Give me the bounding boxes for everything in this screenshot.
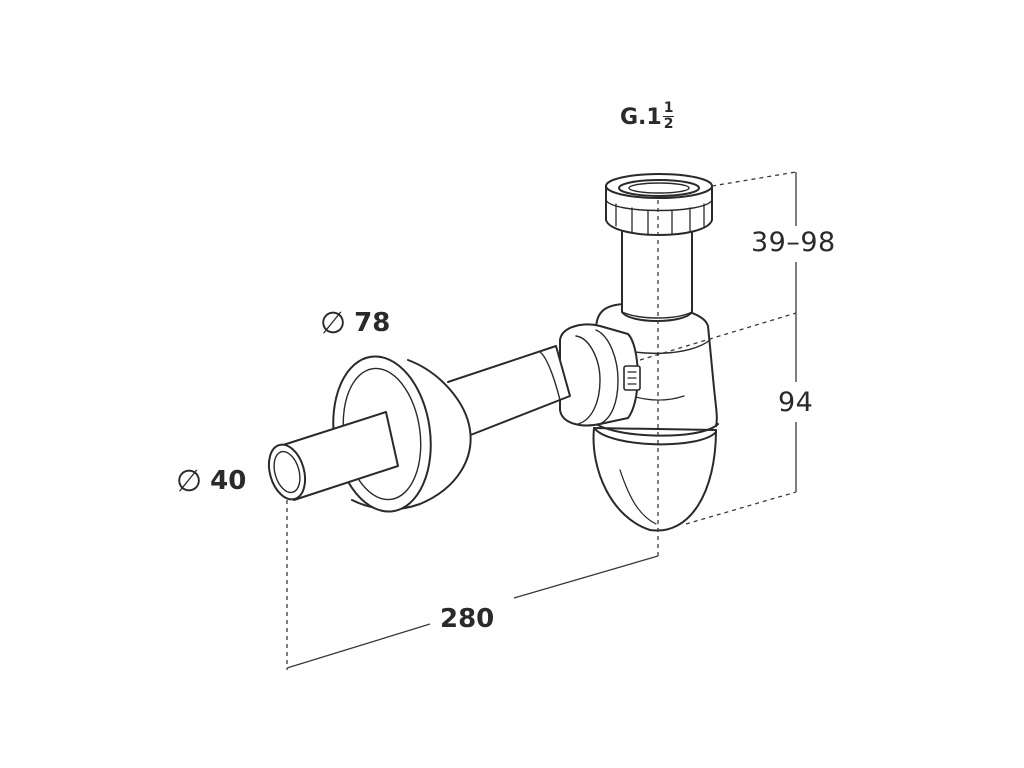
outlet-diameter-value: 40 xyxy=(210,466,247,496)
outlet-diameter-label: ∅40 xyxy=(176,467,246,497)
length-dim-line xyxy=(286,623,431,669)
thread-prefix: G.1 xyxy=(620,105,662,131)
rosette-diameter-value: 78 xyxy=(354,308,391,338)
thread-fraction-numerator: 1 xyxy=(662,100,675,117)
outlet-pipe xyxy=(267,411,399,501)
diameter-symbol: ∅ xyxy=(176,464,203,499)
horizontal-pipe xyxy=(447,345,571,437)
length-label: 280 xyxy=(440,604,495,634)
height-label: 94 xyxy=(778,387,814,418)
rosette-diameter-label: ∅78 xyxy=(320,309,390,339)
tailpipe xyxy=(621,231,693,322)
top-nut xyxy=(605,173,713,236)
adjust-range-label: 39–98 xyxy=(751,227,836,258)
thread-fraction-denominator: 2 xyxy=(663,115,674,132)
diameter-symbol: ∅ xyxy=(320,306,347,341)
side-nut xyxy=(559,323,641,427)
